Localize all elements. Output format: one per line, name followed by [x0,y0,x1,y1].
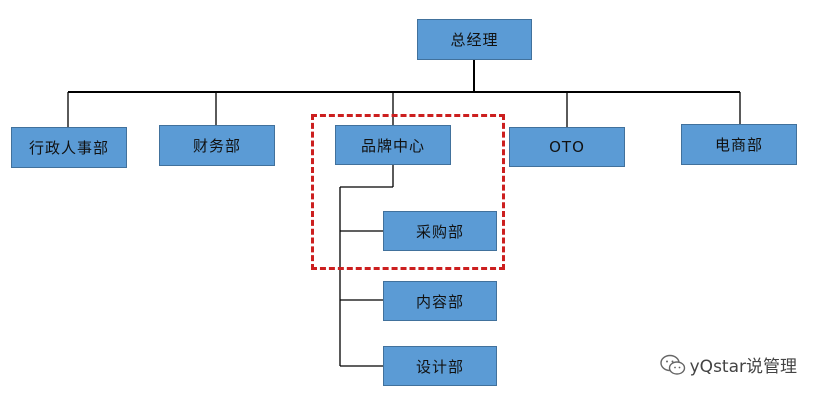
node-root: 总经理 [417,19,532,60]
node-dept-admin-hr: 行政人事部 [11,127,127,168]
node-dept-finance: 财务部 [159,125,275,166]
node-sub-design: 设计部 [383,346,497,386]
node-sub-procurement: 采购部 [383,211,497,251]
node-dept-brand-center: 品牌中心 [335,125,451,165]
watermark: yQstar说管理 [659,352,797,377]
watermark-text: yQstar说管理 [689,357,797,377]
node-dept-oto: OTO [509,127,625,167]
node-dept-ecommerce: 电商部 [681,124,797,165]
brand-center-highlight [311,114,505,270]
wechat-icon [659,354,685,375]
node-sub-content: 内容部 [383,281,497,321]
